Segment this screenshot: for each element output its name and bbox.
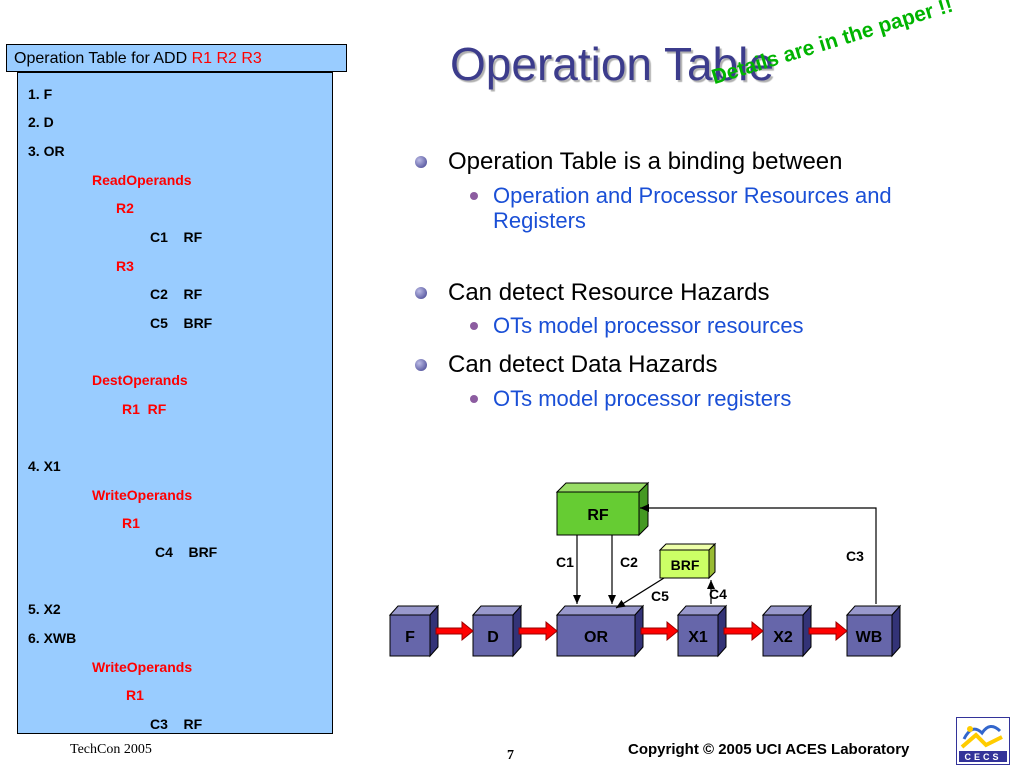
- rf-register-file: RF: [555, 481, 650, 537]
- arrow-or-x1: [640, 620, 679, 642]
- op-line: R1: [122, 515, 140, 531]
- label-c1: C1: [556, 554, 574, 570]
- sub-bullet-resources-registers: Operation and Processor Resources and Re…: [470, 183, 963, 233]
- bullet-binding: Operation Table is a binding between: [415, 148, 843, 176]
- operation-table-body: 1. F 2. D 3. OR ReadOperands R2 C1 RF R3…: [17, 72, 333, 734]
- op-line: C2 RF: [150, 286, 203, 302]
- stage-wb: WB: [845, 604, 902, 658]
- op-line: WriteOperands: [92, 487, 193, 503]
- op-line: R1 RF: [122, 401, 167, 417]
- stage-x1: X1: [676, 604, 728, 658]
- stage-f: F: [388, 604, 440, 658]
- brf-label: BRF: [671, 557, 700, 573]
- label-c5: C5: [651, 588, 669, 604]
- label-c2: C2: [620, 554, 638, 570]
- sub-bullet-registers: OTs model processor registers: [470, 386, 792, 411]
- bullet-text: Can detect Resource Hazards: [448, 279, 770, 306]
- op-line: 3. OR: [28, 143, 65, 159]
- op-line: DestOperands: [92, 372, 188, 388]
- brf-buffer-register-file: BRF: [658, 542, 717, 580]
- footer-event: TechCon 2005: [70, 742, 152, 757]
- stage-x2: X2: [761, 604, 813, 658]
- stage-d: D: [471, 604, 523, 658]
- svg-text:CECS: CECS: [964, 752, 1001, 762]
- sub-bullet-text: OTs model processor registers: [493, 386, 792, 411]
- sub-bullet-resources: OTs model processor resources: [470, 313, 804, 338]
- op-line: C4 BRF: [155, 544, 218, 560]
- bullet-dot: [415, 359, 427, 371]
- sub-bullet-dot: [470, 192, 478, 200]
- stage-or: OR: [555, 604, 645, 658]
- sub-bullet-text: OTs model processor resources: [493, 313, 804, 338]
- page-number: 7: [507, 748, 514, 763]
- bullet-resource-hazards: Can detect Resource Hazards: [415, 279, 770, 307]
- op-line: 4. X1: [28, 458, 61, 474]
- bullet-text: Operation Table is a binding between: [448, 148, 843, 175]
- bullet-dot: [415, 287, 427, 299]
- sub-bullet-text: Operation and Processor Resources and Re…: [493, 183, 892, 233]
- arrow-f-d: [435, 620, 474, 642]
- cecs-logo: CECS: [956, 717, 1010, 765]
- op-line: 1. F: [28, 86, 53, 102]
- stage-label: F: [405, 629, 415, 646]
- op-line: ReadOperands: [92, 172, 192, 188]
- op-line: 2. D: [28, 114, 54, 130]
- footer-copyright: Copyright © 2005 UCI ACES Laboratory: [628, 741, 910, 758]
- label-c4: C4: [709, 586, 727, 602]
- op-line: 5. X2: [28, 601, 61, 617]
- bullet-text: Can detect Data Hazards: [448, 351, 718, 378]
- operation-table-header-prefix: Operation Table for ADD: [14, 50, 192, 67]
- stage-label: OR: [584, 629, 608, 646]
- pipeline-arrows: [435, 620, 848, 642]
- stage-label: WB: [856, 629, 883, 646]
- connection-c5: [615, 577, 665, 609]
- op-line: C5 BRF: [150, 315, 213, 331]
- operation-table-header-operands: R1 R2 R3: [191, 50, 262, 67]
- op-line: C1 RF: [150, 229, 203, 245]
- arrow-x1-x2: [723, 620, 764, 642]
- stage-label: X1: [688, 629, 708, 646]
- bullet-data-hazards: Can detect Data Hazards: [415, 351, 718, 379]
- op-line: C3 RF: [150, 716, 203, 732]
- op-line: R2: [116, 200, 134, 216]
- arrow-d-or: [518, 620, 558, 642]
- sub-bullet-dot: [470, 395, 478, 403]
- operation-table-header: Operation Table for ADD R1 R2 R3: [6, 44, 347, 72]
- arrow-x2-wb: [808, 620, 848, 642]
- op-line: R3: [116, 258, 134, 274]
- op-line: R1: [126, 687, 144, 703]
- connection-c3: [640, 504, 877, 604]
- label-c3: C3: [846, 548, 864, 564]
- pipeline-diagram: RF BRF F D OR X1 X2: [388, 481, 902, 658]
- slide-title: Operation Table: [450, 38, 774, 90]
- rf-label: RF: [587, 507, 609, 524]
- op-line: 6. XWB: [28, 630, 77, 646]
- stage-label: X2: [773, 629, 793, 646]
- stage-label: D: [487, 629, 499, 646]
- bullet-dot: [415, 156, 427, 168]
- sub-bullet-dot: [470, 322, 478, 330]
- op-line: WriteOperands: [92, 659, 193, 675]
